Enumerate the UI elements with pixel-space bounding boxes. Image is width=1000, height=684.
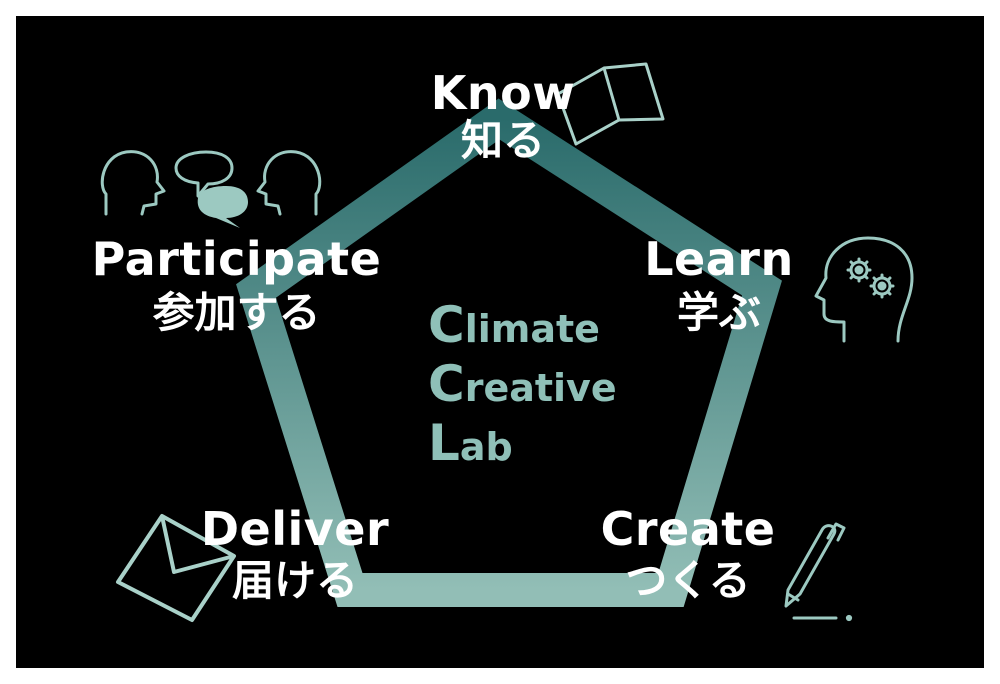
node-participate-ja: 参加する [152, 288, 321, 337]
node-participate-en: Participate [91, 232, 382, 286]
node-create-ja: つくる [625, 556, 751, 605]
node-know-en: Know [430, 66, 576, 120]
climate-creative-lab-logo: Climate Creative Lab [428, 298, 617, 475]
brain-gears-icon [814, 236, 914, 343]
node-deliver: Deliver 届ける [184, 506, 406, 602]
node-deliver-en: Deliver [200, 502, 390, 556]
logo-line-climate: Climate [428, 296, 600, 354]
pen-icon [784, 522, 853, 622]
node-know-ja: 知る [460, 116, 545, 165]
node-know: Know 知る [408, 70, 598, 162]
envelope-icon [116, 514, 236, 622]
book-icon [556, 62, 665, 146]
node-learn: Learn 学ぶ [628, 236, 810, 334]
node-create: Create つくる [588, 506, 788, 602]
logo-line-creative: Creative [428, 355, 617, 413]
people-talking-icon [100, 150, 322, 228]
node-participate: Participate 参加する [64, 236, 409, 334]
diagram-canvas: Know 知る Participate 参加する Learn 学ぶ Delive… [16, 16, 984, 668]
cycle-diagram [100, 62, 914, 622]
node-create-en: Create [600, 502, 776, 556]
logo-line-lab: Lab [428, 414, 513, 472]
node-learn-ja: 学ぶ [676, 288, 761, 337]
node-deliver-ja: 届ける [231, 556, 358, 605]
node-learn-en: Learn [644, 232, 794, 286]
pentagon-ring [236, 98, 782, 607]
